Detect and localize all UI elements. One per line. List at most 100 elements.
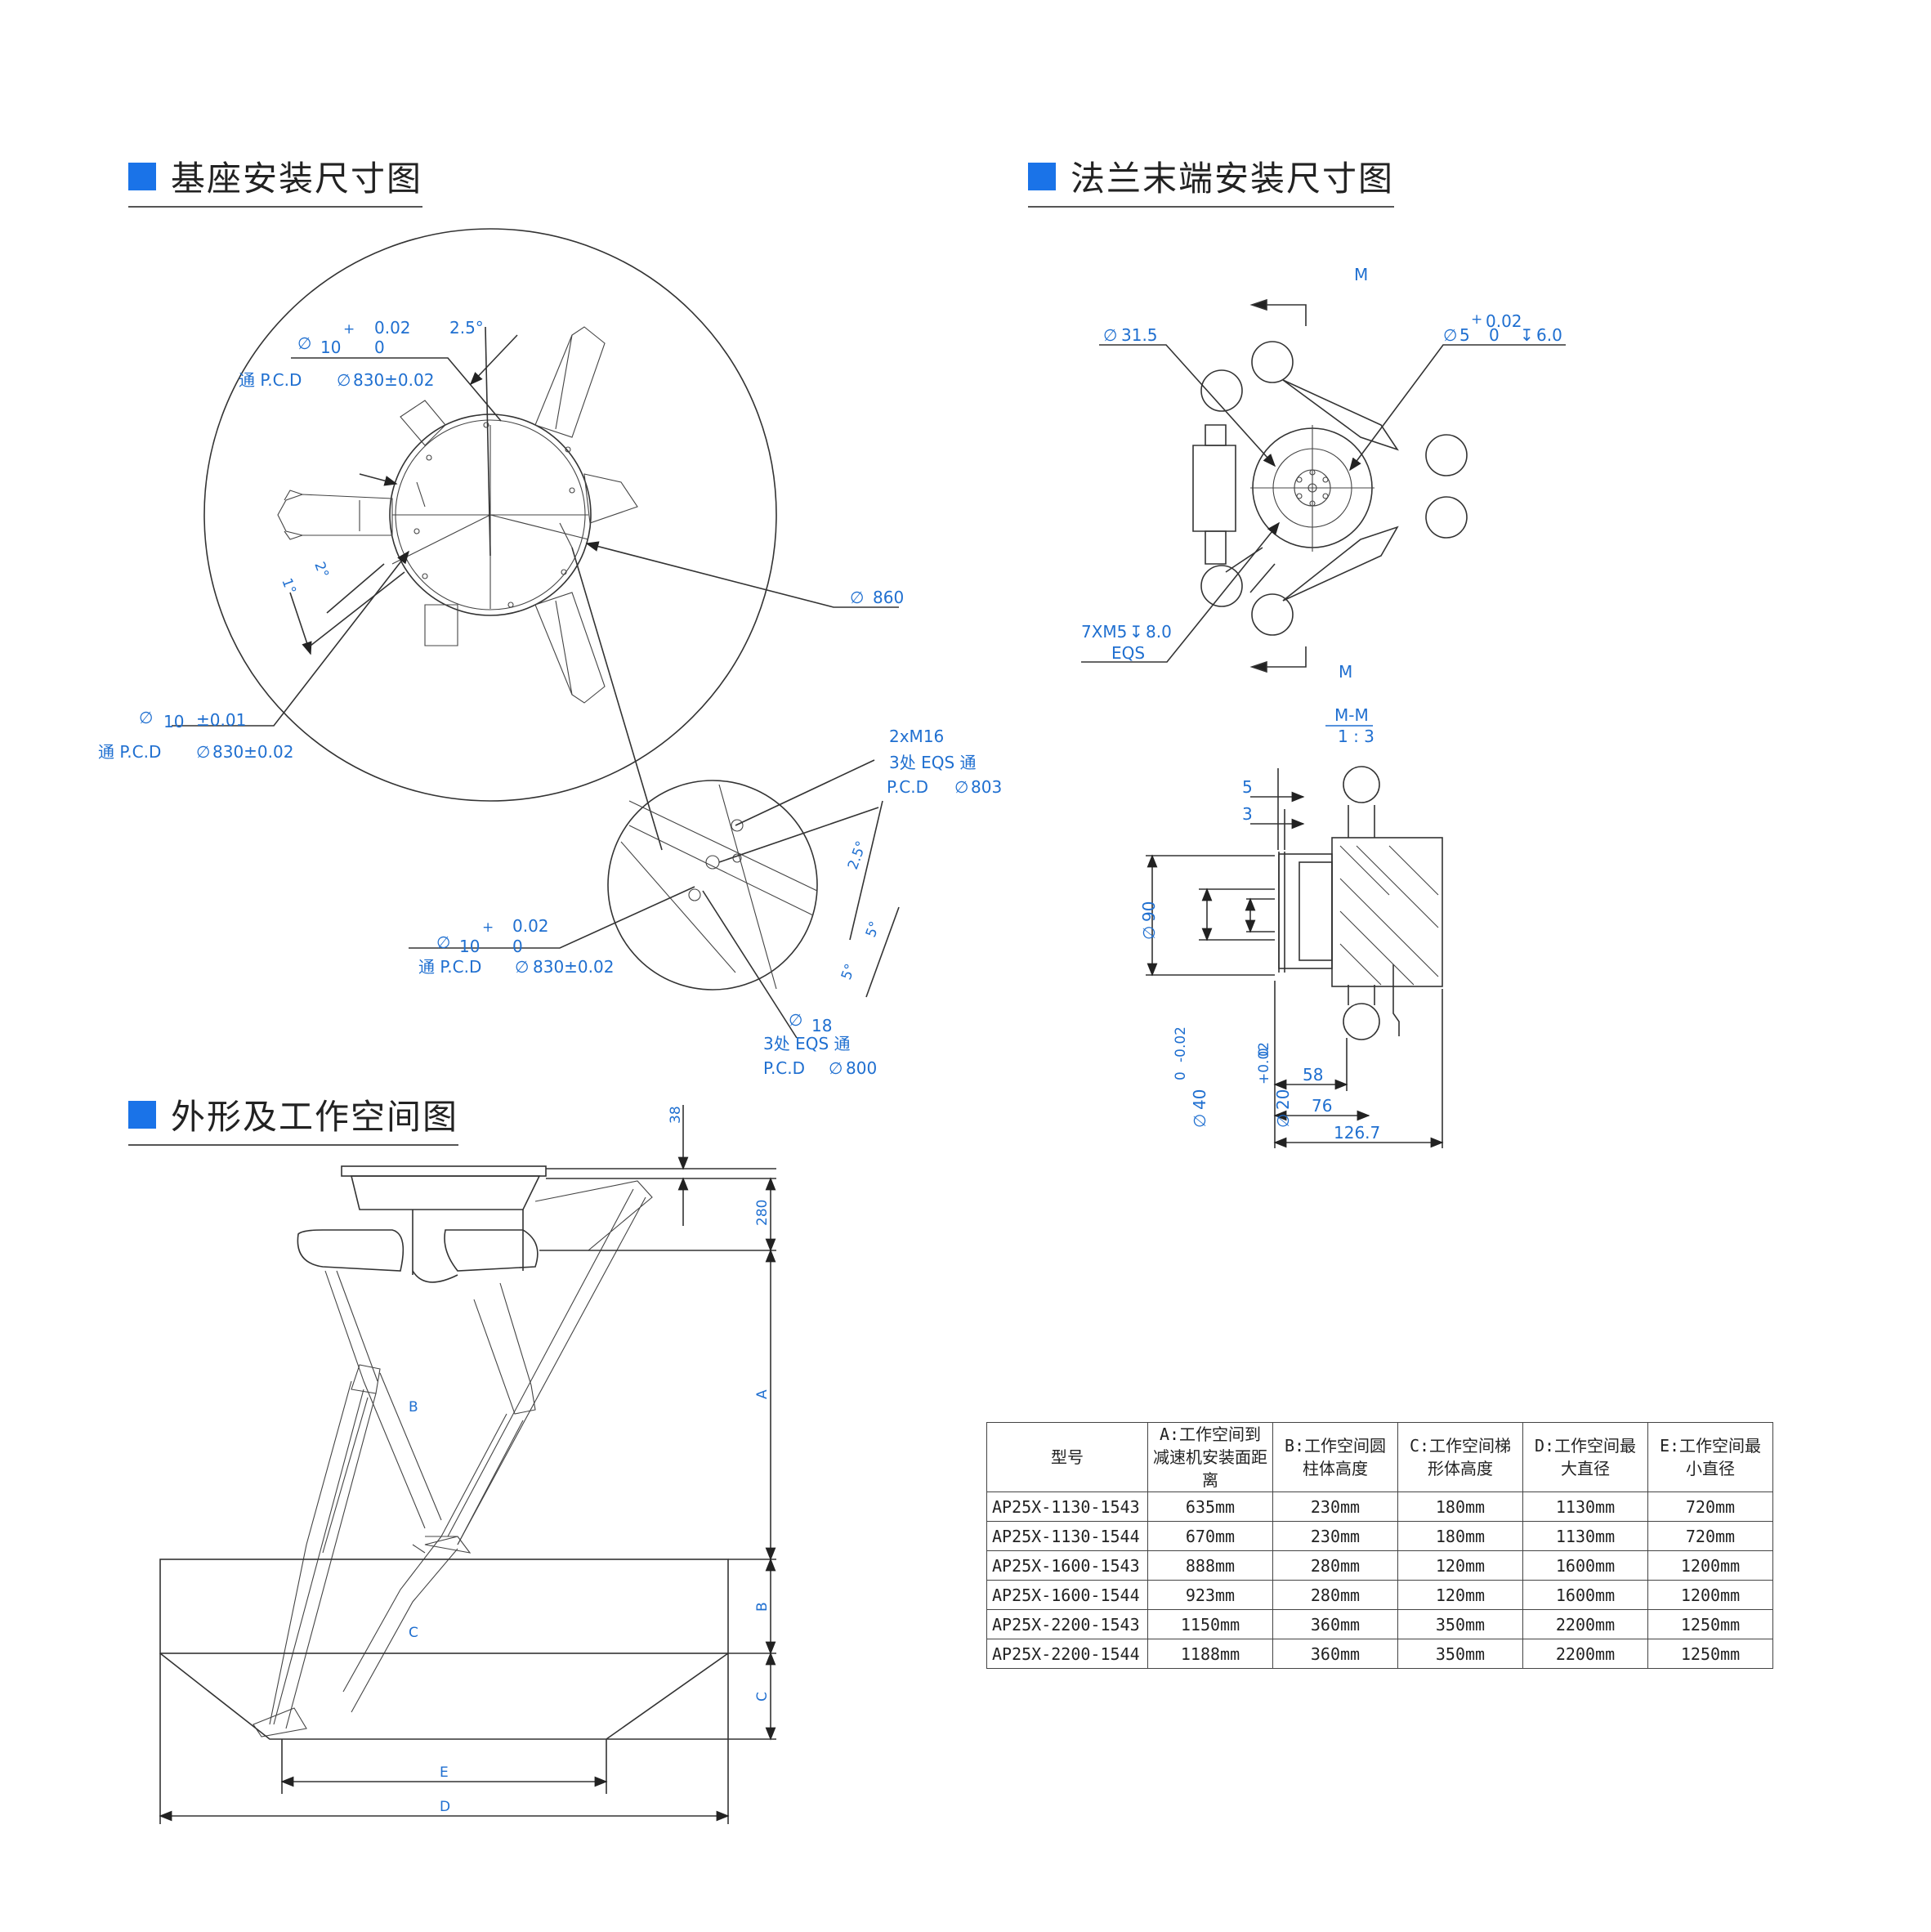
dim-angle-1: 1° (278, 576, 298, 597)
table-header: E:工作空间最小直径 (1647, 1422, 1773, 1492)
dim-pcd-label-b: P.C.D (763, 1058, 805, 1078)
dim-eqs-3-b: 3处 EQS 通 (763, 1034, 851, 1053)
table-cell: 2200mm (1522, 1609, 1648, 1639)
dim-depth-6: 6.0 (1536, 325, 1562, 345)
table-cell: 1250mm (1647, 1609, 1773, 1639)
depth-symbol: ↧ (1520, 325, 1534, 345)
dim-d10-b: 10 (163, 712, 184, 731)
diameter-symbol: ∅ (436, 932, 450, 952)
dim-pcd-803: 803 (971, 777, 1002, 797)
diameter-symbol: ∅ (297, 333, 311, 353)
table-row: AP25X-2200-1543 1150mm 360mm 350mm 2200m… (986, 1609, 1773, 1639)
table-cell: 360mm (1272, 1639, 1398, 1669)
table-cell: AP25X-2200-1543 (986, 1609, 1148, 1639)
table-cell: 360mm (1272, 1609, 1398, 1639)
dim-3: 3 (1242, 804, 1253, 824)
base-plate-circle (389, 414, 592, 616)
base-arms (277, 326, 638, 704)
dim-58: 58 (1303, 1065, 1323, 1085)
table-cell: 2200mm (1522, 1639, 1648, 1669)
dim-angle-25: 2.5° (449, 318, 484, 338)
section-label-m-bottom: M (1339, 662, 1352, 682)
dim-C: C (754, 1692, 771, 1702)
table-cell: 1150mm (1147, 1609, 1273, 1639)
dim-pcd-830-b: 830±0.02 (212, 742, 293, 762)
dim-tol-low: 0 (374, 338, 385, 357)
dim-pcd-through: 通 P.C.D (239, 370, 302, 390)
table-cell: 1130mm (1522, 1491, 1648, 1522)
table-cell: 1600mm (1522, 1550, 1648, 1581)
dim-d10-c: 10 (459, 937, 480, 956)
table-cell: 1600mm (1522, 1580, 1648, 1610)
dim-d40-tol-b: -0.02 (1173, 1026, 1189, 1062)
dim-tol-up: 0.02 (1486, 311, 1522, 331)
dim-eqs: EQS (1111, 643, 1145, 663)
diameter-symbol: ∅ (337, 370, 351, 390)
table-cell: 120mm (1397, 1550, 1523, 1581)
table-header-row: 型号 A:工作空间到减速机安装面距离 B:工作空间圆柱体高度 C:工作空间梯形体… (986, 1422, 1773, 1492)
diameter-symbol: ∅ (196, 742, 210, 762)
table-cell: 180mm (1397, 1491, 1523, 1522)
dim-tol-up-b: 0.02 (512, 916, 549, 936)
outline-drawing: 38 280 A B C E D B C (159, 1105, 776, 1824)
table-cell: 280mm (1272, 1550, 1398, 1581)
detail-circle (607, 780, 818, 991)
section-header-flange: 法兰末端安装尺寸图 (1028, 151, 1395, 208)
dim-d90: 90 (1139, 901, 1159, 922)
section-header-outline: 外形及工作空间图 (128, 1089, 459, 1146)
label-C-inner: C (409, 1625, 418, 1641)
table-row: AP25X-1130-1543 635mm 230mm 180mm 1130mm… (986, 1491, 1773, 1522)
base-plate-details (391, 422, 589, 609)
dim-d10-tol: ±0.01 (196, 710, 246, 730)
dim-angle-2: 2° (311, 560, 331, 580)
dim-pcd-through-2: 通 P.C.D (98, 742, 161, 762)
depth-symbol: ↧ (1129, 622, 1143, 642)
base-leaders (172, 326, 899, 851)
dim-B: B (754, 1602, 771, 1612)
dim-tol-plus: + (1471, 311, 1482, 328)
table-cell: AP25X-1130-1543 (986, 1491, 1148, 1522)
table-cell: 720mm (1647, 1521, 1773, 1551)
section-marker-icon (1028, 162, 1056, 190)
dim-126-7: 126.7 (1334, 1123, 1380, 1143)
dim-D: D (440, 1799, 450, 1815)
diameter-symbol: ∅ (515, 957, 529, 977)
dim-pcd-800: 800 (846, 1058, 877, 1078)
table-header: A:工作空间到减速机安装面距离 (1147, 1422, 1273, 1492)
table-header: B:工作空间圆柱体高度 (1272, 1422, 1398, 1492)
dim-d40: 40 (1190, 1089, 1209, 1110)
dim-tol-plus-b: + (482, 919, 494, 936)
table-cell: AP25X-2200-1544 (986, 1639, 1148, 1669)
diameter-symbol: ∅ (1190, 1114, 1209, 1128)
table-cell: 635mm (1147, 1491, 1273, 1522)
dim-m5: 7XM5 (1081, 622, 1127, 642)
section-label-m-top: M (1354, 265, 1368, 284)
dim-d5: 5 (1459, 325, 1470, 345)
label-B-inner: B (409, 1399, 418, 1415)
table-cell: 1200mm (1647, 1580, 1773, 1610)
dim-A: A (754, 1389, 771, 1399)
diameter-symbol: ∅ (829, 1058, 843, 1078)
table-cell: 1200mm (1647, 1550, 1773, 1581)
dim-5: 5 (1242, 777, 1253, 797)
table-cell: 720mm (1647, 1491, 1773, 1522)
section-marker-icon (128, 162, 156, 190)
section-title-outline: 外形及工作空间图 (171, 1097, 459, 1137)
dim-280: 280 (754, 1200, 771, 1226)
dim-76: 76 (1312, 1096, 1332, 1116)
diameter-symbol: ∅ (1273, 1114, 1293, 1128)
base-dimension-labels: ∅ 10 + 0.02 0 2.5° 通 P.C.D ∅ 830±0.02 ∅ … (98, 318, 1002, 1078)
table-cell: 670mm (1147, 1521, 1273, 1551)
dim-d20: 20 (1273, 1089, 1293, 1110)
dim-pcd-through-3: 通 P.C.D (418, 957, 481, 977)
dim-d40-tol-a: 0 (1173, 1071, 1189, 1080)
table-cell: 280mm (1272, 1580, 1398, 1610)
table-cell: 1130mm (1522, 1521, 1648, 1551)
table-cell: 230mm (1272, 1491, 1398, 1522)
section-marker-icon (128, 1100, 156, 1129)
section-title-base: 基座安装尺寸图 (171, 159, 423, 199)
table-header: C:工作空间梯形体高度 (1397, 1422, 1523, 1492)
dim-m16: 2xM16 (889, 727, 944, 746)
table-cell: 350mm (1397, 1609, 1523, 1639)
